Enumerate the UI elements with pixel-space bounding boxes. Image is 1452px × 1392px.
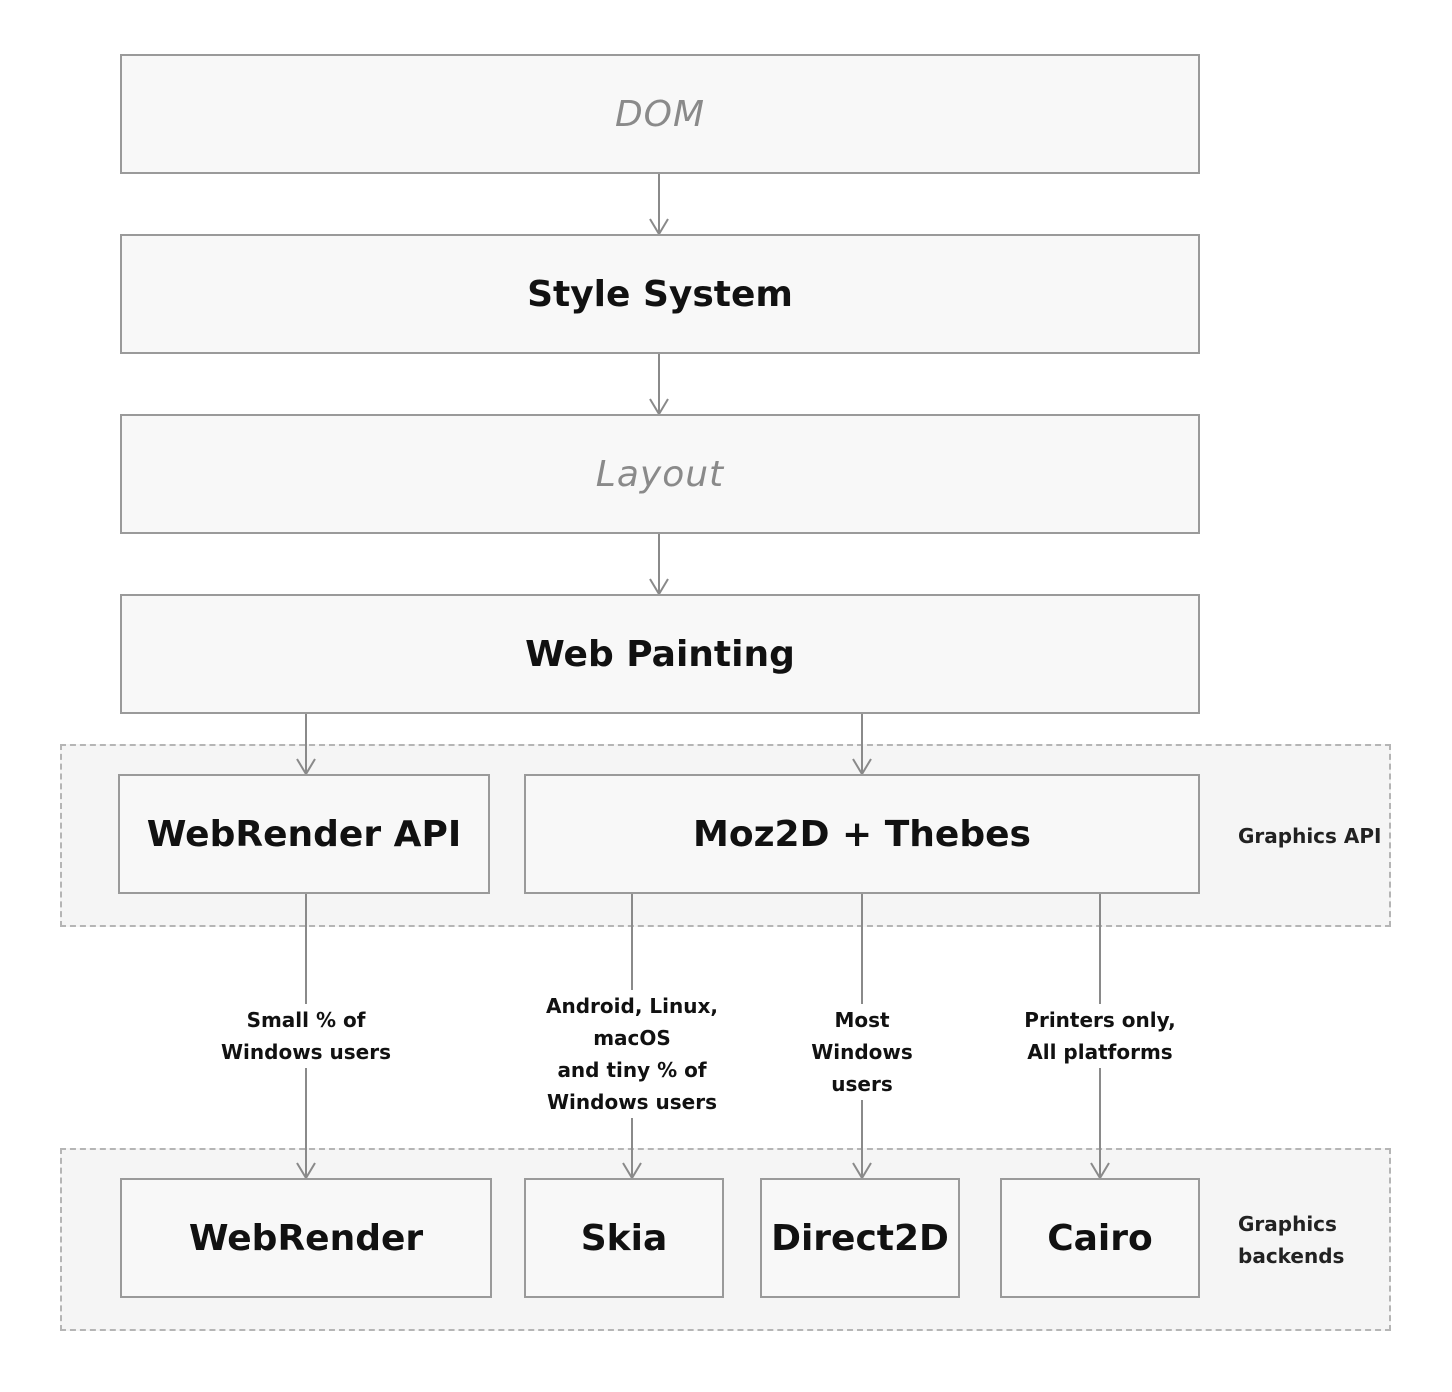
graphics-backends-label: Graphics backends: [1238, 1208, 1344, 1272]
layout-box: Layout: [120, 414, 1200, 534]
edge-label-direct2d: Most Windows users: [782, 1004, 942, 1100]
cairo-box: Cairo: [1000, 1178, 1200, 1298]
edge-label-skia: Android, Linux, macOS and tiny % of Wind…: [512, 990, 752, 1118]
edge-label-cairo: Printers only, All platforms: [1020, 1004, 1180, 1068]
dom-box: DOM: [120, 54, 1200, 174]
webrender-api-box: WebRender API: [118, 774, 490, 894]
edge-label-webrender: Small % of Windows users: [216, 1004, 396, 1068]
webrender-box: WebRender: [120, 1178, 492, 1298]
graphics-api-label: Graphics API: [1238, 824, 1382, 848]
style-system-box: Style System: [120, 234, 1200, 354]
graphics-backends-label-line1: Graphics: [1238, 1212, 1337, 1236]
skia-box: Skia: [524, 1178, 724, 1298]
moz2d-thebes-box: Moz2D + Thebes: [524, 774, 1200, 894]
web-painting-box: Web Painting: [120, 594, 1200, 714]
graphics-backends-label-line2: backends: [1238, 1244, 1345, 1268]
direct2d-box: Direct2D: [760, 1178, 960, 1298]
